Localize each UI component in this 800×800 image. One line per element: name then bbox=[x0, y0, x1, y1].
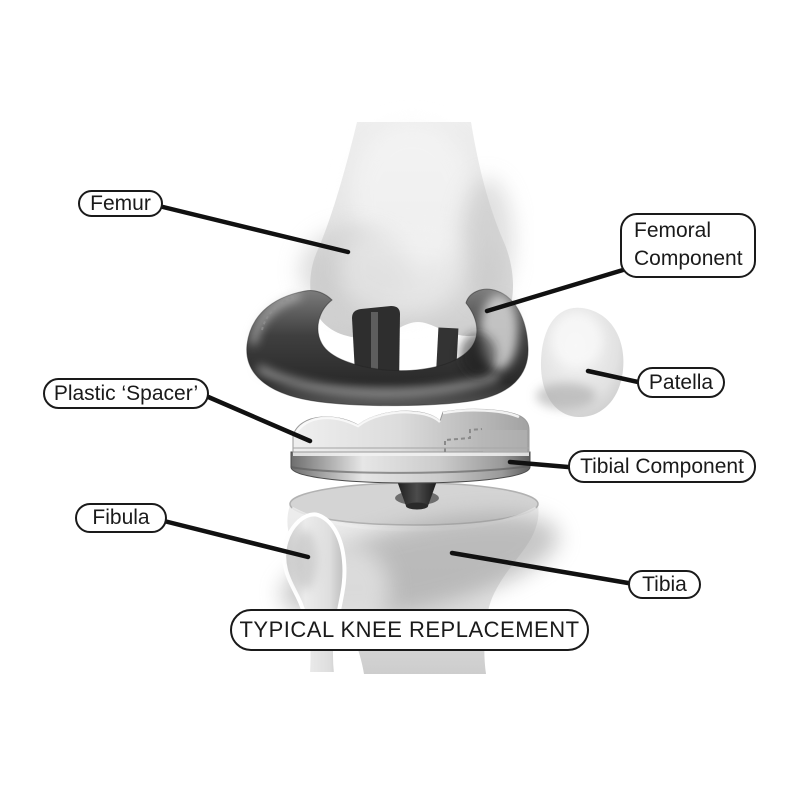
fibula-leader-line bbox=[161, 518, 311, 560]
femur-leader-line bbox=[160, 204, 351, 255]
tibial-component-implant bbox=[290, 451, 531, 484]
leader-lines bbox=[160, 204, 641, 586]
label-patella: Patella bbox=[637, 367, 725, 398]
label-plastic-spacer: Plastic ‘Spacer’ bbox=[43, 378, 209, 409]
label-femoral-component: Femoral Component bbox=[620, 213, 756, 278]
femoral-component-leader-line bbox=[484, 267, 626, 314]
plastic-spacer-leader-line bbox=[203, 393, 313, 444]
patella-bone bbox=[536, 307, 624, 418]
label-tibial-component: Tibial Component bbox=[568, 450, 756, 483]
label-fibula: Fibula bbox=[75, 503, 167, 533]
label-femur: Femur bbox=[78, 190, 163, 217]
femoral-component-implant bbox=[246, 288, 529, 407]
femur-bone bbox=[300, 122, 514, 339]
plastic-spacer-implant bbox=[292, 408, 530, 453]
diagram-title: TYPICAL KNEE REPLACEMENT bbox=[230, 609, 589, 651]
tibial-component-leader-line bbox=[507, 459, 571, 470]
tibial-component-stem bbox=[396, 478, 438, 510]
tibia-leader-line bbox=[449, 550, 631, 586]
patella-leader-line bbox=[585, 368, 641, 385]
label-tibia: Tibia bbox=[628, 570, 701, 599]
